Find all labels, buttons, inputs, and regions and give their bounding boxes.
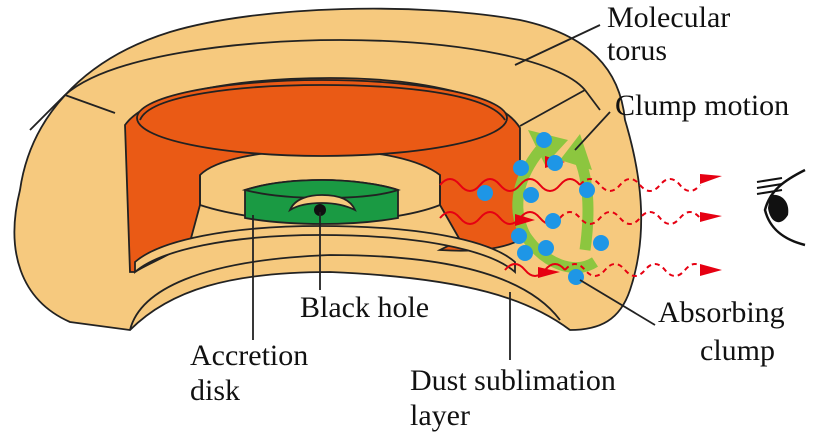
light-ray-3-arrowhead (700, 264, 722, 276)
torus-cut-left-1 (29, 94, 66, 131)
inner-ledge (134, 225, 516, 274)
clump-motion-arrow-left (512, 146, 545, 238)
leader-molecular-torus (514, 24, 601, 66)
label-dust-sublimation-line2: layer (410, 399, 470, 432)
light-ray-2-dashed (559, 211, 701, 225)
accretion-disk (241, 179, 401, 225)
clump (536, 132, 552, 148)
clump (523, 187, 539, 203)
light-ray-1-dashed (579, 178, 701, 192)
label-accretion-disk-line1: Accretion (190, 339, 308, 372)
inner-bowl-top (136, 79, 508, 157)
torus-top-rim (64, 39, 586, 96)
torus-cut-left-2 (64, 94, 116, 114)
clump-motion-arrowhead-1 (560, 134, 592, 170)
torus-cut-right-2 (519, 89, 586, 127)
light-ray-1-arrowhead (700, 174, 722, 184)
clump (511, 228, 527, 244)
inner-bowl-rim (139, 84, 506, 121)
label-molecular-torus-line1: Molecular (607, 1, 730, 34)
clump (538, 240, 554, 256)
torus-lower-arc (129, 254, 561, 331)
light-ray-3-dashed (564, 263, 706, 277)
clump-region (439, 130, 722, 285)
light-ray-2-arrowhead (700, 212, 722, 222)
label-accretion-disk-line2: disk (190, 374, 240, 407)
clump (513, 160, 529, 176)
torus-body (13, 7, 643, 331)
clump (568, 269, 584, 285)
inner-wall (124, 77, 521, 274)
light-ray-2-solid (439, 211, 561, 225)
inner-arrowhead-3 (538, 267, 560, 278)
clump (547, 155, 563, 171)
torus-cut-right-1 (584, 89, 601, 111)
leader-clump-motion (574, 111, 611, 151)
label-dust-sublimation-line1: Dust sublimation (410, 364, 616, 397)
clump (517, 245, 533, 261)
inner-arrowhead-2 (515, 214, 535, 226)
light-ray-3-solid (504, 263, 566, 277)
leader-absorbing-clump (579, 279, 656, 326)
clump (579, 182, 595, 198)
clump (477, 185, 493, 201)
label-absorbing-clump-line2: clump (700, 334, 775, 367)
labels: Molecular torus Clump motion Black hole … (190, 1, 789, 432)
leader-lines (252, 24, 656, 360)
clump (593, 235, 609, 251)
molecular-torus (13, 7, 643, 331)
eye-icon (756, 168, 806, 247)
label-black-hole: Black hole (300, 291, 429, 324)
label-absorbing-clump-line1: Absorbing (658, 296, 785, 329)
clump (545, 213, 561, 229)
accretion-disk-top (241, 179, 401, 199)
label-clump-motion: Clump motion (615, 89, 789, 122)
light-ray-1-solid (439, 178, 581, 192)
black-hole-dot (314, 204, 326, 216)
label-molecular-torus-line2: torus (607, 34, 667, 67)
accretion-disk-hole (288, 194, 357, 213)
